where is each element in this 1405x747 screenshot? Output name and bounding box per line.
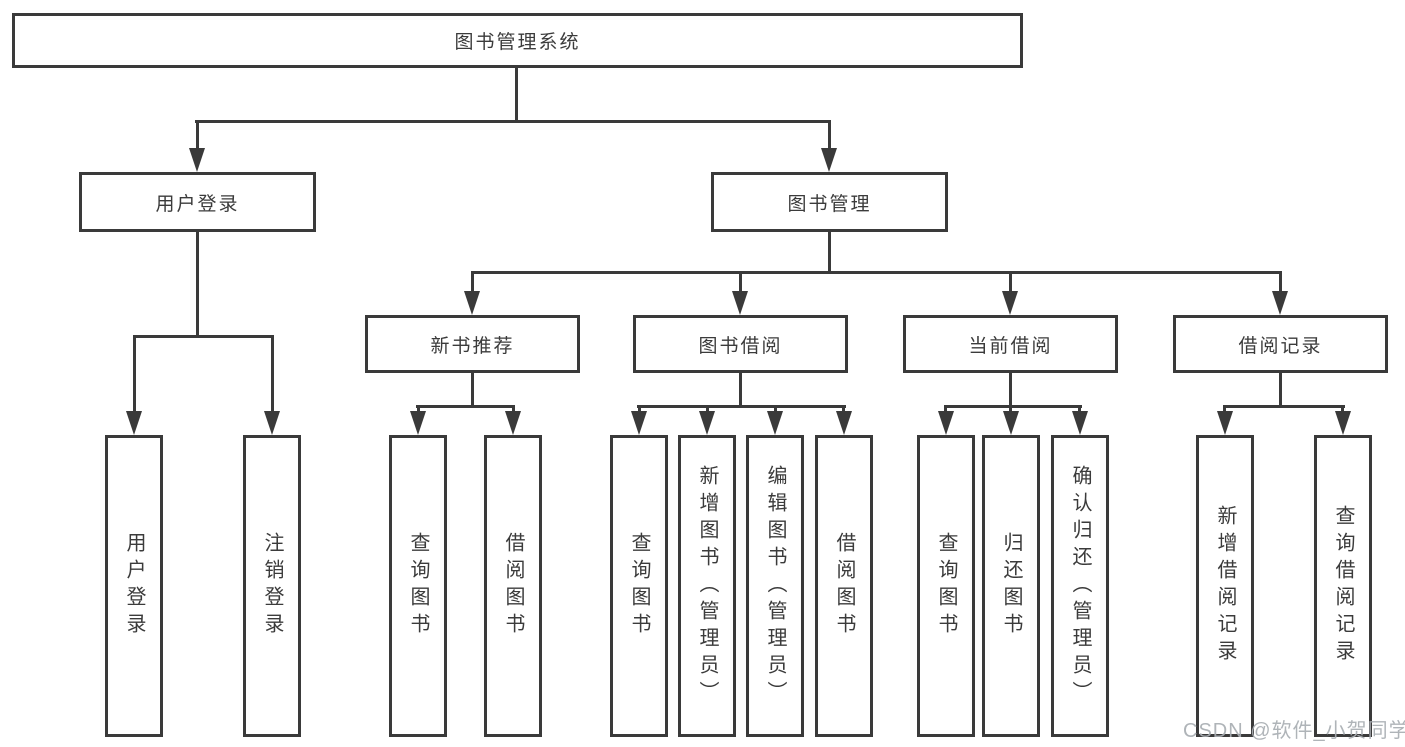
leaf-cb-query-books: 查询图书 (917, 435, 975, 737)
node-label: 归还图书 (1000, 532, 1022, 640)
connector-line (1279, 271, 1282, 295)
connector-line (842, 405, 845, 415)
node-label: 查询借阅记录 (1332, 505, 1354, 667)
arrow-down-icon (699, 411, 715, 435)
node-current-borrowing: 当前借阅 (903, 315, 1118, 373)
arrow-down-icon (836, 411, 852, 435)
node-book-management: 图书管理 (711, 172, 948, 232)
connector-line (1009, 405, 1012, 415)
leaf-nbr-query-books: 查询图书 (389, 435, 447, 737)
arrow-down-icon (767, 411, 783, 435)
connector-line (637, 405, 846, 408)
connector-line (828, 232, 831, 274)
connector-line (512, 405, 515, 415)
leaf-logout-login: 注销登录 (243, 435, 301, 737)
connector-line (417, 405, 420, 415)
node-label: 确认归还（管理员） (1069, 464, 1091, 708)
connector-line (739, 373, 742, 407)
connector-line (196, 120, 199, 152)
connector-line (828, 120, 831, 152)
node-label: 借阅记录 (1238, 335, 1323, 357)
leaf-br-add-record: 新增借阅记录 (1196, 435, 1254, 737)
node-label: 借阅图书 (502, 532, 524, 640)
node-label: 图书借阅 (698, 335, 783, 357)
node-user-login: 用户登录 (79, 172, 316, 232)
connector-line (1223, 405, 1226, 415)
arrow-down-icon (1002, 291, 1018, 315)
node-book-borrowing: 图书借阅 (633, 315, 848, 373)
arrow-down-icon (1072, 411, 1088, 435)
connector-line (133, 335, 136, 413)
connector-line (1279, 373, 1282, 407)
node-label: 查询图书 (628, 532, 650, 640)
connector-line (774, 405, 777, 415)
node-label: 注销登录 (261, 532, 283, 640)
arrow-down-icon (410, 411, 426, 435)
arrow-down-icon (732, 291, 748, 315)
arrow-down-icon (505, 411, 521, 435)
leaf-bb-query-books: 查询图书 (610, 435, 668, 737)
arrow-down-icon (189, 148, 205, 172)
connector-line (1078, 405, 1081, 415)
node-label: 借阅图书 (833, 532, 855, 640)
connector-line (195, 120, 831, 123)
leaf-cb-confirm-return-admin: 确认归还（管理员） (1051, 435, 1109, 737)
connector-line (739, 271, 742, 295)
connector-line (944, 405, 1082, 408)
leaf-bb-add-books-admin: 新增图书（管理员） (678, 435, 736, 737)
node-label: 查询图书 (407, 532, 429, 640)
arrow-down-icon (938, 411, 954, 435)
leaf-bb-edit-books-admin: 编辑图书（管理员） (746, 435, 804, 737)
connector-line (638, 405, 641, 415)
node-borrowing-records: 借阅记录 (1173, 315, 1388, 373)
leaf-nbr-borrow-books: 借阅图书 (484, 435, 542, 737)
node-label: 新增借阅记录 (1214, 505, 1236, 667)
node-label: 新增图书（管理员） (696, 464, 718, 708)
connector-line (1223, 405, 1345, 408)
arrow-down-icon (821, 148, 837, 172)
connector-line (271, 335, 274, 413)
node-label: 当前借阅 (968, 335, 1053, 357)
arrow-down-icon (631, 411, 647, 435)
arrow-down-icon (1335, 411, 1351, 435)
connector-line (416, 405, 515, 408)
connector-line (133, 335, 274, 338)
connector-line (944, 405, 947, 415)
node-label: 图书管理 (787, 193, 872, 215)
connector-line (196, 232, 199, 337)
arrow-down-icon (464, 291, 480, 315)
node-library-management-system: 图书管理系统 (12, 13, 1023, 68)
arrow-down-icon (1003, 411, 1019, 435)
connector-line (1009, 271, 1012, 295)
connector-line (515, 68, 518, 121)
node-label: 查询图书 (935, 532, 957, 640)
connector-line (706, 405, 709, 415)
arrow-down-icon (126, 411, 142, 435)
leaf-br-query-record: 查询借阅记录 (1314, 435, 1372, 737)
node-label: 用户登录 (155, 193, 240, 215)
node-label: 编辑图书（管理员） (764, 464, 786, 708)
node-label: 新书推荐 (430, 335, 515, 357)
arrow-down-icon (1217, 411, 1233, 435)
arrow-down-icon (1272, 291, 1288, 315)
leaf-cb-return-books: 归还图书 (982, 435, 1040, 737)
connector-line (471, 373, 474, 407)
node-label: 图书管理系统 (454, 32, 581, 53)
node-new-book-recommend: 新书推荐 (365, 315, 580, 373)
node-label: 用户登录 (123, 532, 145, 640)
leaf-user-login: 用户登录 (105, 435, 163, 737)
connector-line (471, 271, 474, 295)
connector-line (1009, 373, 1012, 407)
connector-line (1341, 405, 1344, 415)
leaf-bb-borrow-books: 借阅图书 (815, 435, 873, 737)
connector-line (471, 271, 1282, 274)
arrow-down-icon (264, 411, 280, 435)
